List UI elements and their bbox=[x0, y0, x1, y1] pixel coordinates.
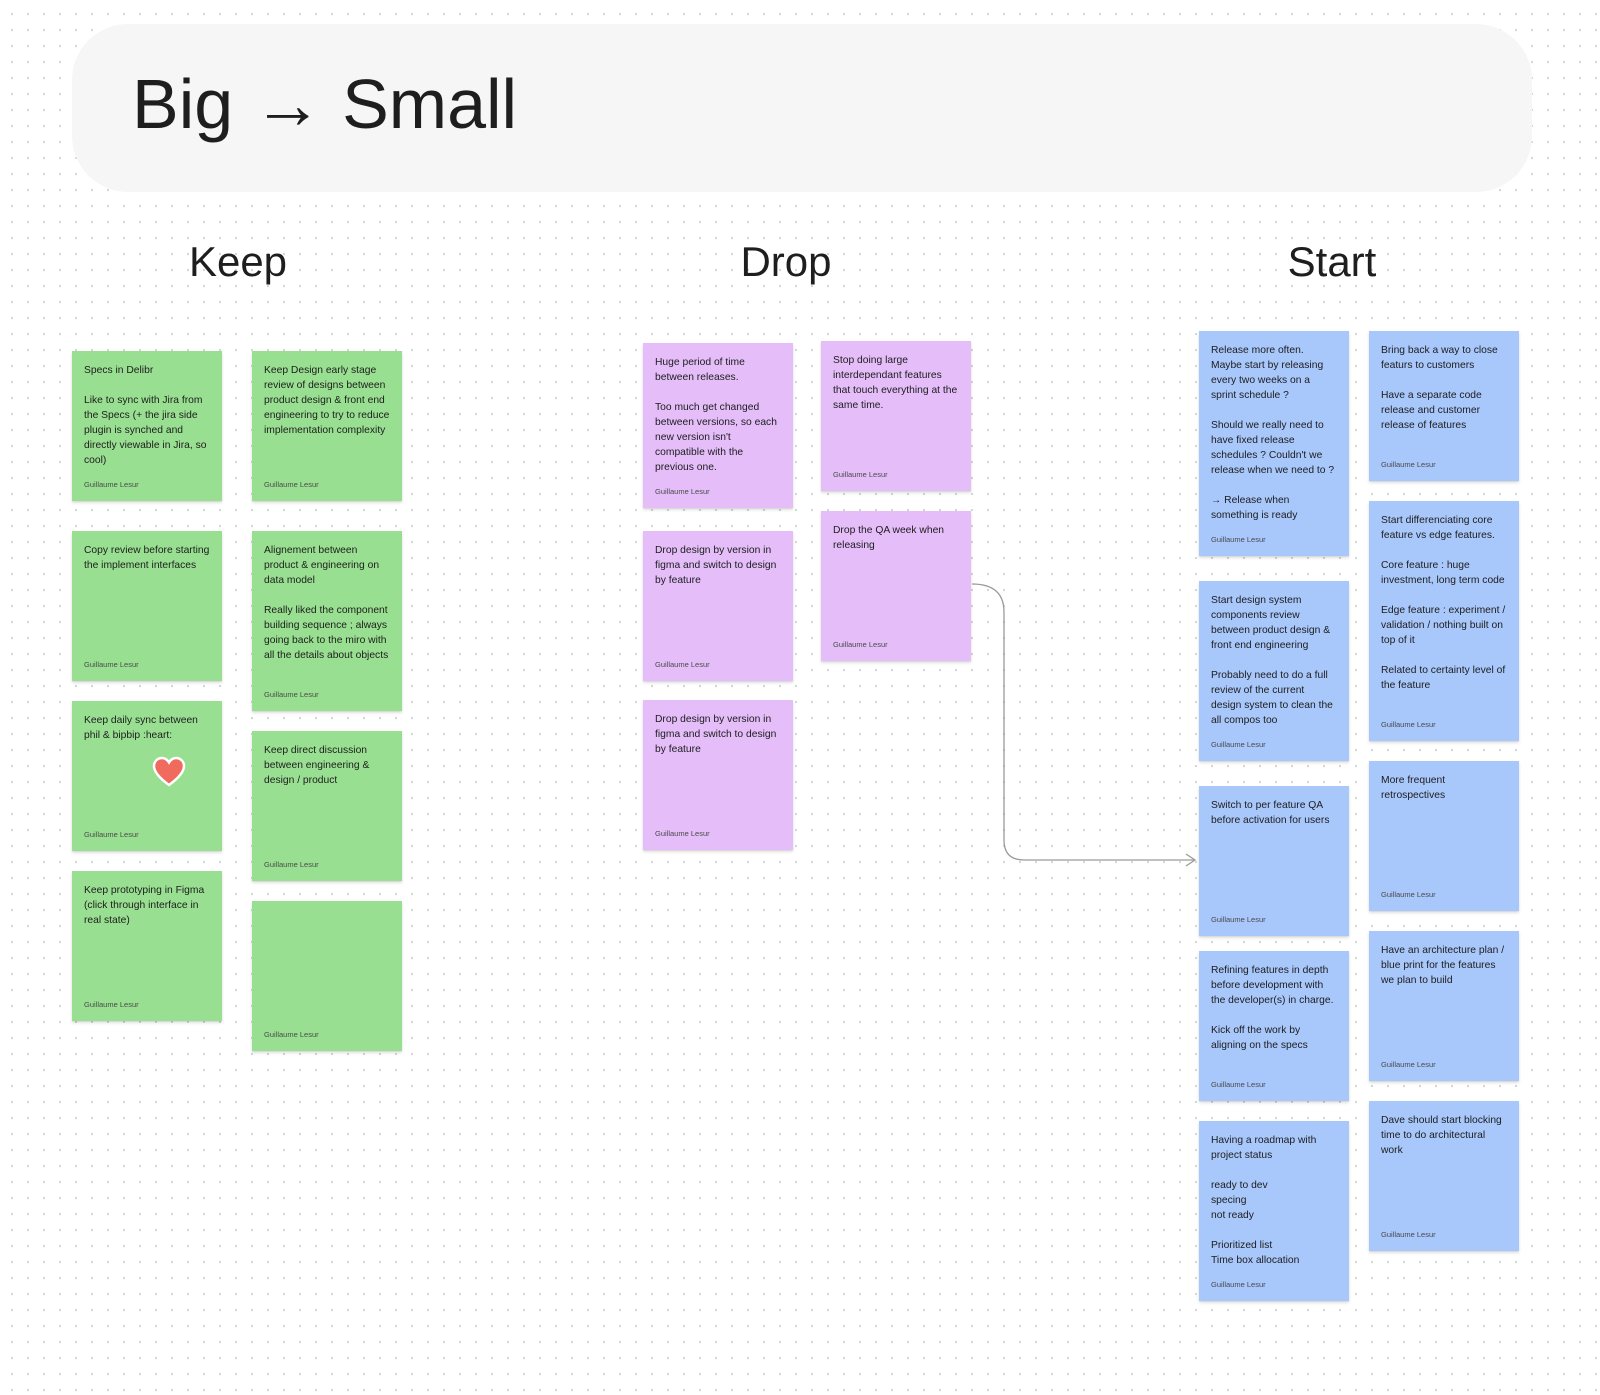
sticky-note-drop[interactable]: Drop the QA week when releasing Guillaum… bbox=[821, 511, 971, 661]
sticky-note-drop[interactable]: Drop design by version in figma and swit… bbox=[643, 700, 793, 850]
sticky-text: Keep Design early stage review of design… bbox=[264, 365, 390, 436]
sticky-note-start[interactable]: Bring back a way to close featurs to cus… bbox=[1369, 331, 1519, 481]
sticky-text: Huge period of time between releases. To… bbox=[655, 357, 777, 473]
sticky-text: Specs in Delibr Like to sync with Jira f… bbox=[84, 365, 207, 466]
sticky-author: Guillaume Lesur bbox=[264, 1030, 319, 1039]
sticky-note-keep[interactable]: Alignement between product & engineering… bbox=[252, 531, 402, 711]
sticky-text: Drop design by version in figma and swit… bbox=[655, 545, 777, 586]
sticky-note-drop[interactable]: Huge period of time between releases. To… bbox=[643, 343, 793, 508]
sticky-text: Drop the QA week when releasing bbox=[833, 525, 945, 551]
sticky-note-keep[interactable]: Specs in Delibr Like to sync with Jira f… bbox=[72, 351, 222, 501]
sticky-note-keep[interactable]: Keep Design early stage review of design… bbox=[252, 351, 402, 501]
board-header-card[interactable]: Big → Small bbox=[72, 24, 1532, 192]
sticky-note-start[interactable]: Switch to per feature QA before activati… bbox=[1199, 786, 1349, 936]
sticky-author: Guillaume Lesur bbox=[1211, 1080, 1266, 1089]
sticky-author: Guillaume Lesur bbox=[1381, 460, 1436, 469]
sticky-text: More frequent retrospectives bbox=[1381, 775, 1446, 801]
sticky-author: Guillaume Lesur bbox=[1381, 890, 1436, 899]
sticky-text: Refining features in depth before develo… bbox=[1211, 965, 1334, 1051]
sticky-text: Dave should start blocking time to do ar… bbox=[1381, 1115, 1502, 1156]
sticky-author: Guillaume Lesur bbox=[1211, 915, 1266, 924]
sticky-author: Guillaume Lesur bbox=[1381, 1060, 1436, 1069]
sticky-text: Copy review before starting the implemen… bbox=[84, 545, 210, 571]
column-title-start[interactable]: Start bbox=[1287, 238, 1377, 285]
sticky-note-start[interactable]: Release more often. Maybe start by relea… bbox=[1199, 331, 1349, 556]
sticky-note-start[interactable]: More frequent retrospectives Guillaume L… bbox=[1369, 761, 1519, 911]
sticky-text: Having a roadmap with project status rea… bbox=[1211, 1135, 1317, 1266]
sticky-note-keep[interactable]: Keep direct discussion between engineeri… bbox=[252, 731, 402, 881]
sticky-text: Have an architecture plan / blue print f… bbox=[1381, 945, 1505, 986]
sticky-author: Guillaume Lesur bbox=[655, 660, 710, 669]
sticky-text: Keep direct discussion between engineeri… bbox=[264, 745, 370, 786]
sticky-author: Guillaume Lesur bbox=[84, 830, 139, 839]
sticky-note-start[interactable]: Start differenciating core feature vs ed… bbox=[1369, 501, 1519, 741]
sticky-author: Guillaume Lesur bbox=[264, 480, 319, 489]
sticky-note-start[interactable]: Having a roadmap with project status rea… bbox=[1199, 1121, 1349, 1301]
sticky-note-start[interactable]: Start design system components review be… bbox=[1199, 581, 1349, 761]
sticky-text: Stop doing large interdependant features… bbox=[833, 355, 958, 411]
sticky-text: Start design system components review be… bbox=[1211, 595, 1333, 726]
sticky-author: Guillaume Lesur bbox=[1211, 1280, 1266, 1289]
sticky-text: Release more often. Maybe start by relea… bbox=[1211, 345, 1335, 521]
sticky-text: Start differenciating core feature vs ed… bbox=[1381, 515, 1506, 691]
sticky-author: Guillaume Lesur bbox=[264, 690, 319, 699]
sticky-text: Keep prototyping in Figma (click through… bbox=[84, 885, 205, 926]
sticky-author: Guillaume Lesur bbox=[264, 860, 319, 869]
sticky-note-keep[interactable]: Guillaume Lesur bbox=[252, 901, 402, 1051]
sticky-text: Drop design by version in figma and swit… bbox=[655, 714, 777, 755]
sticky-note-start[interactable]: Dave should start blocking time to do ar… bbox=[1369, 1101, 1519, 1251]
sticky-author: Guillaume Lesur bbox=[84, 660, 139, 669]
sticky-author: Guillaume Lesur bbox=[833, 640, 888, 649]
sticky-note-drop[interactable]: Drop design by version in figma and swit… bbox=[643, 531, 793, 681]
sticky-note-drop[interactable]: Stop doing large interdependant features… bbox=[821, 341, 971, 491]
sticky-author: Guillaume Lesur bbox=[84, 1000, 139, 1009]
sticky-text: Bring back a way to close featurs to cus… bbox=[1381, 345, 1498, 431]
sticky-note-keep[interactable]: Copy review before starting the implemen… bbox=[72, 531, 222, 681]
column-title-keep[interactable]: Keep bbox=[188, 238, 288, 285]
sticky-author: Guillaume Lesur bbox=[833, 470, 888, 479]
board-title[interactable]: Big → Small bbox=[132, 65, 518, 143]
heart-icon bbox=[152, 756, 186, 787]
sticky-author: Guillaume Lesur bbox=[655, 829, 710, 838]
sticky-note-keep[interactable]: Keep prototyping in Figma (click through… bbox=[72, 871, 222, 1021]
sticky-text: Switch to per feature QA before activati… bbox=[1211, 800, 1330, 826]
sticky-author: Guillaume Lesur bbox=[1381, 1230, 1436, 1239]
sticky-note-start[interactable]: Have an architecture plan / blue print f… bbox=[1369, 931, 1519, 1081]
sticky-note-start[interactable]: Refining features in depth before develo… bbox=[1199, 951, 1349, 1101]
column-title-drop[interactable]: Drop bbox=[740, 238, 832, 285]
sticky-text: Keep daily sync between phil & bipbip :h… bbox=[84, 715, 198, 741]
sticky-author: Guillaume Lesur bbox=[84, 480, 139, 489]
sticky-text: Alignement between product & engineering… bbox=[264, 545, 389, 661]
sticky-author: Guillaume Lesur bbox=[1381, 720, 1436, 729]
sticky-author: Guillaume Lesur bbox=[1211, 740, 1266, 749]
sticky-note-keep[interactable]: Keep daily sync between phil & bipbip :h… bbox=[72, 701, 222, 851]
sticky-author: Guillaume Lesur bbox=[655, 487, 710, 496]
sticky-author: Guillaume Lesur bbox=[1211, 535, 1266, 544]
